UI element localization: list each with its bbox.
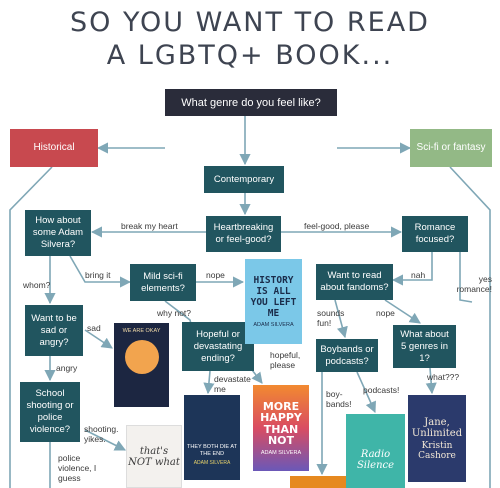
label-bring-it: bring it [85,270,111,280]
label-nah: nah [411,270,426,280]
label-whom: whom? [23,280,51,290]
label-why-not: why not? [157,308,192,318]
book-title: HISTORY IS ALL YOU LEFT ME [250,275,297,319]
label-what: what??? [427,372,460,382]
node-heartbreaking: Heartbreaking or feel-good? [206,216,281,252]
sun-illustration [124,340,159,374]
book-history-is-all-you-left-me: HISTORY IS ALL YOU LEFT ME ADAM SILVERA [245,259,302,344]
book-we-are-okay: WE ARE OKAY [114,323,169,407]
page-title: SO YOU WANT TO READ [70,7,430,38]
label-yes-romance: yes romance! [456,274,492,294]
page-subtitle: A LGBTQ+ BOOK... [106,40,394,71]
label-nope-1: nope [206,270,225,280]
label-police-guess: police violence, I guess [58,453,97,483]
node-boybands: Boybands or podcasts? [316,339,378,372]
label-break-heart: break my heart [121,221,178,231]
book-title: WE ARE OKAY [122,328,161,334]
node-fandoms: Want to read about fandoms? [316,264,393,300]
node-romance: Romance focused? [402,216,468,252]
book-title: MORE HAPPY THAN NOT [260,399,302,447]
label-angry: angry [56,363,78,373]
node-mild-scifi: Mild sci-fi elements? [130,264,196,301]
node-scifi-fantasy: Sci-fi or fantasy [410,129,492,167]
label-shooting-yikes: shooting. yikes. [84,424,119,444]
book-thats-not-what: that's NOT what [126,425,182,488]
node-adam-silvera: How about some Adam Silvera? [25,210,91,256]
node-school: School shooting or police violence? [20,382,80,442]
book-author: Kristin Cashore [418,440,456,461]
label-podcasts: podcasts! [363,385,400,395]
node-sad-angry: Want to be sad or angry? [25,305,83,356]
label-sounds-fun: sounds fun! [317,308,345,328]
label-sad: sad [87,323,101,333]
node-genre-question: What genre do you feel like? [165,89,337,116]
node-historical: Historical [10,129,98,167]
book-they-both-die-at-the-end: THEY BOTH DIE AT THE END ADAM SILVERA [184,395,240,480]
book-title: THEY BOTH DIE AT THE END [187,443,237,457]
label-feel-good: feel-good, please [304,221,370,231]
label-hopeful-please: hopeful, please [270,350,301,370]
book-jane-unlimited: Jane, Unlimited Kristin Cashore [408,395,466,482]
book-radio-silence: Radio Silence [346,414,405,488]
book-author: ADAM SILVERA [260,449,302,456]
label-boy-bands: boy-bands! [326,389,352,409]
book-title: Radio Silence [356,449,395,471]
node-contemporary: Contemporary [204,166,284,193]
label-nope-2: nope [376,308,395,318]
book-partial-cover [290,476,346,488]
book-more-happy-than-not: MORE HAPPY THAN NOT ADAM SILVERA [253,385,309,471]
node-hopeful: Hopeful or devastating ending? [182,322,254,371]
book-title: Jane, Unlimited [411,416,463,439]
book-author: ADAM SILVERA [193,459,231,466]
book-author: ADAM SILVERA [253,322,294,328]
node-five-genres: What about 5 genres in 1? [393,325,456,368]
book-title: that's NOT what [128,445,180,468]
label-devastate-me: devastate me [214,374,251,394]
